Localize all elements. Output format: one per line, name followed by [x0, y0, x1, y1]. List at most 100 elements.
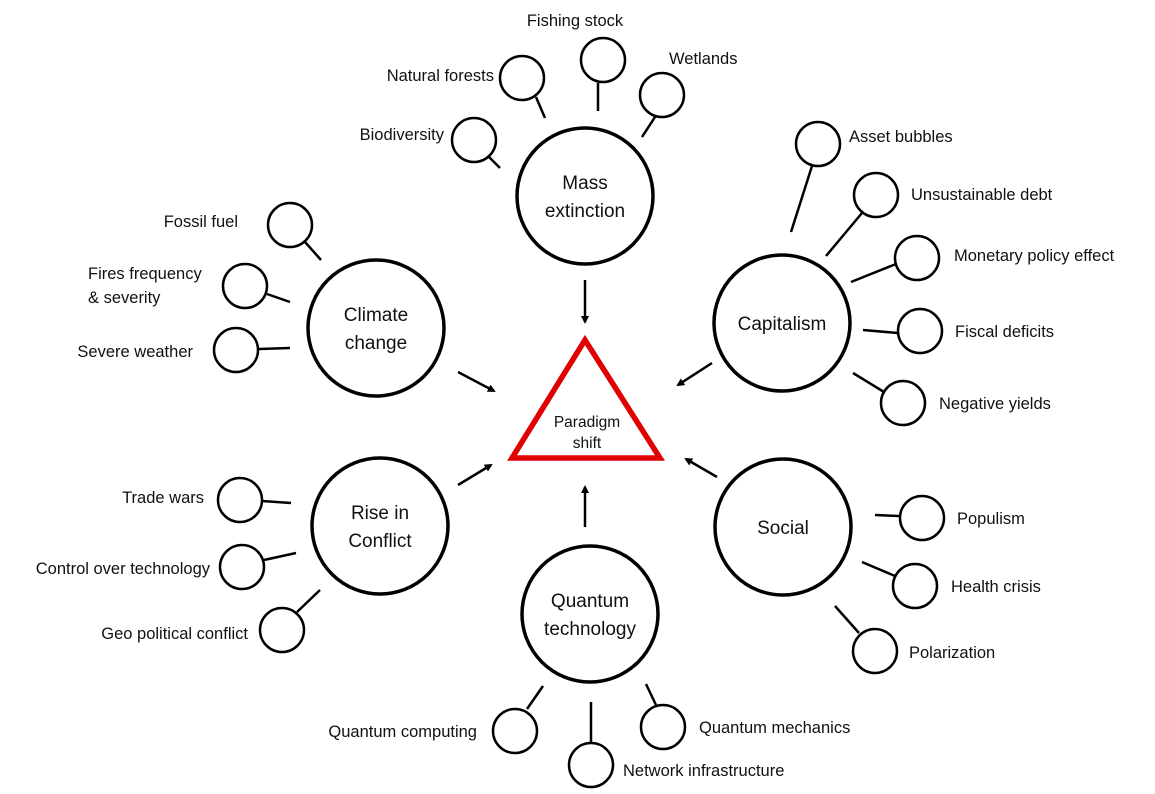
factor-label: Health crisis [951, 578, 1041, 596]
hub-circle [713, 457, 853, 597]
factor-circle [879, 379, 927, 427]
factor-circle [852, 171, 900, 219]
factor-label: Unsustainable debt [911, 186, 1053, 204]
factor-node: Populism [874, 494, 1025, 542]
connector-line [487, 155, 501, 169]
factor-node: Unsustainable debt [825, 171, 1053, 257]
arrow-to-paradigm-shift [457, 463, 493, 487]
arrow-to-paradigm-shift [676, 361, 713, 387]
factor-node: Wetlands [638, 50, 737, 138]
connector-line [644, 683, 658, 706]
factor-node: Quantum computing [328, 685, 545, 755]
connector-line [862, 328, 899, 335]
factor-label: Fossil fuel [164, 213, 238, 231]
connector-line [874, 513, 900, 518]
factor-circle [851, 627, 899, 675]
connector-line [525, 685, 545, 710]
factor-label: Trade wars [122, 489, 204, 507]
connector-line [825, 212, 863, 257]
factor-node: Severe weather [77, 326, 291, 374]
connector-line [850, 262, 897, 284]
factor-circle [212, 326, 260, 374]
factor-label: Populism [957, 510, 1025, 528]
hub-circle [306, 258, 446, 398]
factor-label: Fires frequency& severity [88, 265, 202, 307]
factor-label: Fishing stock [527, 12, 624, 30]
factor-circle [579, 36, 627, 84]
factor-node: Health crisis [861, 560, 1041, 610]
hub-label: Capitalism [738, 314, 827, 335]
factor-circle [893, 234, 941, 282]
factor-label: Fiscal deficits [955, 323, 1054, 341]
factor-node: Geo political conflict [101, 589, 321, 654]
factor-node: Biodiversity [360, 116, 501, 169]
factor-label: Natural forests [387, 67, 494, 85]
factor-label: Monetary policy effect [954, 247, 1115, 265]
factor-label: Asset bubbles [849, 128, 953, 146]
factor-node: Trade wars [122, 476, 292, 524]
factor-node: Quantum mechanics [639, 683, 850, 751]
hub-circle [515, 126, 655, 266]
arrow-to-paradigm-shift [457, 370, 496, 393]
factor-circle [218, 543, 266, 591]
connector-line [852, 371, 885, 394]
factor-circle [450, 116, 498, 164]
factor-label: Control over technology [36, 560, 211, 578]
factor-label: Polarization [909, 644, 995, 662]
connector-line [258, 346, 291, 351]
connector-line [534, 96, 547, 119]
factor-circle [491, 707, 539, 755]
triangle-shape [507, 334, 666, 461]
factor-label: Network infrastructure [623, 762, 784, 780]
factor-circle [567, 741, 615, 789]
factor-node: Network infrastructure [567, 702, 784, 789]
factor-label: Quantum computing [328, 723, 477, 741]
connector-line [640, 116, 657, 138]
factor-node: Natural forests [387, 54, 547, 119]
factor-circle [266, 201, 314, 249]
connector-line [304, 241, 322, 261]
factor-node: Fishing stock [527, 12, 627, 111]
factor-label: Quantum mechanics [699, 719, 850, 737]
factor-circle [896, 307, 944, 355]
hub-label: Social [757, 518, 809, 539]
hub-circle [310, 456, 450, 596]
factor-circle [498, 54, 546, 102]
factor-label: Geo political conflict [101, 625, 248, 643]
factor-label: Severe weather [77, 343, 193, 361]
factor-circle [794, 120, 842, 168]
factor-node: Fires frequency& severity [88, 262, 291, 310]
hub-circle [520, 544, 660, 684]
factor-circle [258, 606, 306, 654]
connector-line [266, 292, 291, 304]
factor-node: Polarization [834, 605, 995, 675]
factor-label: Wetlands [669, 50, 737, 68]
factor-circle [221, 262, 269, 310]
connector-line [296, 589, 321, 613]
connector-line [261, 499, 292, 505]
factor-circle [216, 476, 264, 524]
factor-node: Negative yields [852, 371, 1051, 427]
factor-circle [898, 494, 946, 542]
factor-node: Control over technology [36, 543, 297, 591]
factor-circle [638, 71, 686, 119]
factor-node: Fossil fuel [164, 201, 322, 261]
factor-label: Negative yields [939, 395, 1051, 413]
connector-line [834, 605, 860, 634]
factor-circle [639, 703, 687, 751]
factor-node: Monetary policy effect [850, 234, 1115, 284]
connector-line [789, 165, 814, 233]
factor-node: Fiscal deficits [862, 307, 1054, 355]
connector-line [263, 551, 297, 562]
